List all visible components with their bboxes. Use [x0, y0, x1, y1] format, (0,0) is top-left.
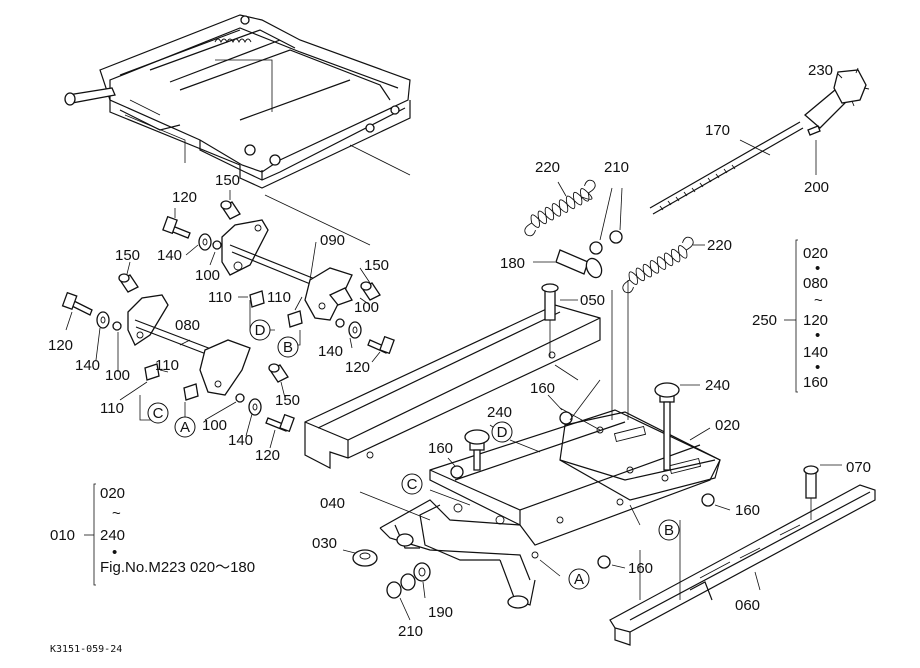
label-080: 080	[175, 317, 200, 334]
callout-c-left: C	[153, 405, 164, 422]
label-120-c: 120	[345, 359, 370, 376]
label-090: 090	[320, 232, 345, 249]
label-060: 060	[735, 597, 760, 614]
callout-b-left: B	[283, 339, 293, 356]
label-100-b: 100	[354, 299, 379, 316]
label-100-c: 100	[105, 367, 130, 384]
label-100-a: 100	[195, 267, 220, 284]
label-160-a: 160	[530, 380, 555, 397]
group-250-sep-4: •	[815, 359, 820, 376]
label-140-b: 140	[75, 357, 100, 374]
callout-d-left: D	[255, 322, 266, 339]
label-040: 040	[320, 495, 345, 512]
label-120-a: 120	[172, 189, 197, 206]
label-230: 230	[808, 62, 833, 79]
group-250-item-3: 120	[803, 312, 828, 329]
label-160-b: 160	[428, 440, 453, 457]
group-010-list: 020 ~ 240 • Fig.No.M223 020～180	[100, 485, 255, 576]
group-250-list: 250 020 • 080 ~ 120 • 140 • 160	[752, 245, 828, 391]
label-050: 050	[580, 292, 605, 309]
callout-d-right: D	[497, 424, 508, 441]
group-010-item-1: 020	[100, 485, 125, 502]
label-150-a: 150	[215, 172, 240, 189]
bracket-group-250	[784, 239, 798, 393]
label-110-a: 110	[208, 289, 232, 306]
label-240-b: 240	[487, 404, 512, 421]
adjusting-rod-assembly	[649, 67, 870, 215]
callout-circles: D B C A D C B A	[147, 319, 680, 590]
left-linkage-parts	[61, 190, 395, 449]
label-150-c: 150	[115, 247, 140, 264]
label-180: 180	[500, 255, 525, 272]
part-number-labels: 230 170 200 220 210 220 180 050 150 120 …	[48, 62, 871, 640]
group-250-item-1: 020	[803, 245, 828, 262]
label-110-c: 110	[155, 357, 179, 374]
label-140-c: 140	[318, 343, 343, 360]
label-140-d: 140	[228, 432, 253, 449]
label-140-a: 140	[157, 247, 182, 264]
label-030: 030	[312, 535, 337, 552]
bracket-group-010	[84, 483, 96, 586]
group-010-sep-2: •	[112, 544, 117, 561]
base-frame-assembly	[304, 283, 876, 646]
group-250-item-2: 080	[803, 275, 828, 292]
group-250-sep-3: •	[815, 327, 820, 344]
group-250-sep-1: •	[815, 260, 820, 277]
label-010: 010	[50, 527, 75, 544]
label-120-b: 120	[48, 337, 73, 354]
spring-assembly	[524, 179, 705, 420]
group-250-sep-2: ~	[814, 292, 823, 309]
label-020: 020	[715, 417, 740, 434]
group-010-reference: Fig.No.M223 020～180	[100, 559, 255, 576]
callout-a-right: A	[574, 571, 584, 588]
label-170: 170	[705, 122, 730, 139]
label-150-b: 150	[364, 257, 389, 274]
group-010-item-2: 240	[100, 527, 125, 544]
label-160-d: 160	[628, 560, 653, 577]
group-250-item-4: 140	[803, 344, 828, 361]
label-190: 190	[428, 604, 453, 621]
label-100-d: 100	[202, 417, 227, 434]
group-250-item-5: 160	[803, 374, 828, 391]
label-110-b: 110	[267, 289, 291, 306]
label-160-c: 160	[735, 502, 760, 519]
label-070: 070	[846, 459, 871, 476]
label-210-bottom: 210	[398, 623, 423, 640]
label-220-left: 220	[535, 159, 560, 176]
label-200: 200	[804, 179, 829, 196]
label-120-d: 120	[255, 447, 280, 464]
group-250-label: 250	[752, 312, 777, 329]
label-150-d: 150	[275, 392, 300, 409]
drawing-code: K3151-059-24	[50, 644, 122, 655]
callout-a-left: A	[180, 419, 190, 436]
label-240-a: 240	[705, 377, 730, 394]
label-220-right: 220	[707, 237, 732, 254]
group-010-sep-1: ~	[112, 505, 121, 522]
label-210-top: 210	[604, 159, 629, 176]
label-110-d: 110	[100, 400, 124, 417]
callout-c-right: C	[407, 476, 418, 493]
callout-b-right: B	[664, 522, 674, 539]
seat-suspension-assembly	[64, 14, 411, 246]
